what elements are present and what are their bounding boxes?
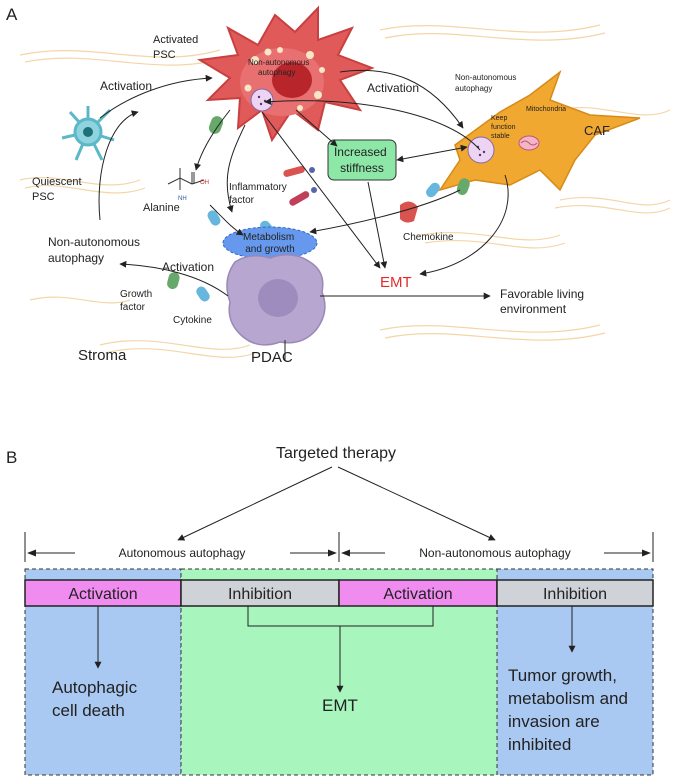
quiescent-psc-cell (61, 106, 115, 161)
box-activation-2-label: Activation (383, 586, 452, 603)
inflammatory-factor-icon (283, 166, 317, 206)
box-activation-1-label: Activation (68, 586, 137, 603)
stroma-label: Stroma (78, 347, 127, 364)
favorable-label: Favorable living environment (500, 287, 587, 316)
inflammatory-factor-label: Inflammatory factor (229, 182, 290, 206)
non-autonomous-autophagy-label: Non-autonomous autophagy (48, 235, 143, 265)
growth-factor-label: Growth factor (120, 289, 155, 313)
result-emt: EMT (322, 696, 358, 715)
activation-left-label: Activation (100, 79, 152, 93)
targeted-therapy-label: Targeted therapy (276, 445, 396, 462)
activation-bottom-label: Activation (162, 260, 214, 274)
quiescent-psc-label: Quiescent PSC (32, 176, 85, 203)
chemokine-label: Chemokine (403, 232, 454, 243)
caf-label: CAF (584, 123, 610, 138)
alanine-oh: OH (200, 180, 209, 186)
box-inhibition-1-label: Inhibition (228, 586, 292, 603)
range-brackets (24, 532, 654, 562)
result-arrows (94, 606, 576, 693)
pdac-cell (226, 254, 326, 346)
therapy-arrows (177, 466, 496, 541)
stroma-fibres (19, 24, 671, 358)
caf-cell (438, 69, 641, 192)
alanine-label: Alanine (143, 202, 180, 214)
activated-psc-label: Activated PSC (153, 34, 201, 61)
result-tumor-inhibited: Tumor growth, metabolism and invasion ar… (508, 666, 633, 754)
increased-stiffness-box (327, 139, 397, 181)
result-autophagic-death: Autophagic cell death (52, 678, 142, 720)
activated-psc-autophagy-label: Non-autonomous autophagy (248, 58, 312, 77)
mitochondria-label: Mitochondria (526, 106, 566, 113)
metabolism-label: Metabolism and growth (243, 232, 297, 255)
autonomous-autophagy-label: Autonomous autophagy (119, 546, 246, 560)
alanine-molecule (167, 168, 205, 190)
panel-b-label: B (6, 448, 17, 467)
caf-autophagy-label: Non-autonomous autophagy (455, 73, 519, 93)
panel-a-arrows (98, 69, 509, 360)
non-autonomous-autophagy-range-label: Non-autonomous autophagy (419, 546, 570, 560)
box-inhibition-2 (496, 579, 654, 607)
box-activation-2 (338, 579, 498, 607)
chemokine-icon (400, 201, 418, 223)
activated-psc-cell (197, 5, 375, 143)
increased-stiffness-label: Increased stiffness (334, 145, 390, 175)
box-inhibition-2-label: Inhibition (543, 586, 607, 603)
panel-a-label: A (6, 5, 18, 24)
pdac-label: PDAC (251, 349, 293, 366)
cytokine-label: Cytokine (173, 315, 212, 326)
keep-function-label: Keep function stable (491, 115, 517, 140)
box-activation-1 (24, 579, 182, 607)
emt-label: EMT (380, 274, 412, 291)
activation-right-label: Activation (367, 81, 419, 95)
alanine-nh: NH (178, 196, 187, 202)
